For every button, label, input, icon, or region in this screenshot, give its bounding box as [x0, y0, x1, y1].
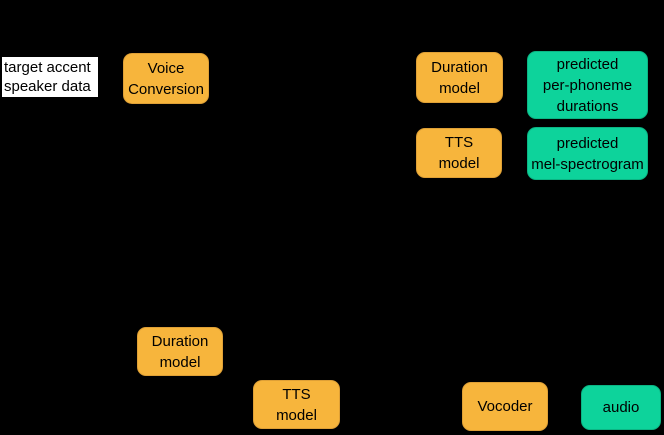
node-tts-model-top: TTS model — [416, 128, 502, 178]
node-duration-model-top: Duration model — [416, 52, 503, 103]
node-predicted-per-phoneme-durations: predicted per-phoneme durations — [527, 51, 648, 119]
node-predicted-mel-spectrogram: predicted mel-spectrogram — [527, 127, 648, 180]
node-audio: audio — [581, 385, 661, 430]
node-voice-conversion: Voice Conversion — [123, 53, 209, 104]
target-accent-speaker-data-label: target accent speaker data — [2, 57, 98, 97]
node-vocoder: Vocoder — [462, 382, 548, 431]
node-duration-model-bottom: Duration model — [137, 327, 223, 376]
node-tts-model-bottom: TTS model — [253, 380, 340, 429]
